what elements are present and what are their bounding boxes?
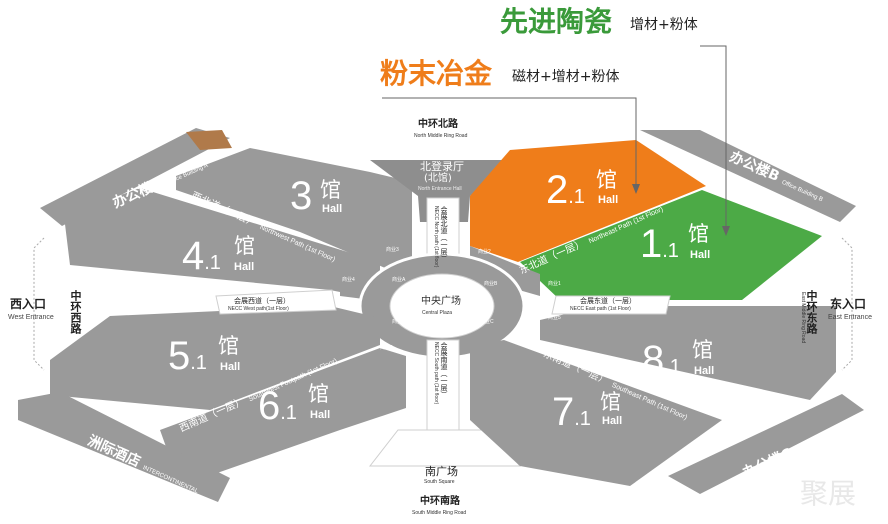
north-road-label: 中环北路 [418,119,458,130]
central-plaza-en: Central Plaza [422,310,453,316]
hall-3-block[interactable] [176,148,412,270]
ramp-2: 商业2 [478,249,491,255]
ramp-6: 商业6 [380,345,393,351]
north-path-label: 会展北道（一层） [440,206,448,262]
ramp-b: 商业B [484,281,498,287]
office-c-block[interactable] [668,394,864,494]
central-plaza-label: 中央广场 [421,296,461,307]
east-road-en: East Middle Ring Road [800,292,806,344]
west-road-label: 中环西路 [69,290,82,334]
east-path-strip [551,295,671,315]
north-lobby-block[interactable] [370,160,516,222]
hall-6-en: Hall [310,409,331,421]
hall-3-number: 3 [290,174,313,218]
east-entrance-en: East Entrance [828,314,872,321]
hall-6-cn: 馆 [308,382,329,406]
hall-2-cn: 馆 [596,168,617,192]
ramp-5: 商业5 [548,315,561,321]
hall-7-number: 7.1 [552,390,591,434]
north-lobby-sub: (北馆) [424,173,452,184]
north-path-en: NECC North path (1st floor) [433,206,439,268]
ceramics-arrowhead [722,226,730,236]
legend-ceramics-title: 先进陶瓷 [500,5,613,38]
hall-8-number: 8.1 [642,338,681,382]
ramp-4: 商业4 [342,277,355,283]
east-road-label: 中环东路 [805,290,818,334]
legend-ceramics-subtitle: 增材+粉体 [630,17,698,33]
south-road-en: South Middle Ring Road [412,510,467,516]
hall-5-block[interactable] [50,306,380,410]
west-entrance-en: West Entrance [8,314,54,321]
hall-5-en: Hall [220,361,241,373]
legend-metallurgy-subtitle: 磁材+增材+粉体 [512,69,620,85]
hall-7-block[interactable] [470,340,722,486]
central-plaza-inner [389,273,495,339]
hall-4-cn: 馆 [234,234,255,258]
south-road-label: 中环南路 [420,496,460,507]
hall-4-number: 4.1 [182,234,221,278]
south-square-label: 南广场 [425,465,458,478]
metallurgy-arrowhead [632,184,640,194]
west-entrance-label[interactable]: 西入口 [10,297,47,311]
north-lobby-en: North Entrance Hall [418,186,462,192]
ramp-3: 商业3 [386,247,399,253]
east-path-en: NECC East path (1st Floor) [570,306,631,312]
hall-6-number: 6.1 [258,384,297,428]
hall-5-number: 5.1 [168,334,207,378]
hall-8-cn: 馆 [692,338,713,362]
ramp-d: 商业D [392,319,406,325]
hall-1-number: 1.1 [640,222,679,266]
hall-3-en: Hall [322,203,343,215]
west-path-strip [215,289,337,315]
west-bracket [33,237,45,371]
west-path-label: 会展西道（一层） [234,297,290,305]
hall-1-en: Hall [690,249,711,261]
hall-7-cn: 馆 [600,390,621,414]
hall-8-block[interactable] [540,306,836,400]
hotel-block[interactable] [18,392,230,502]
hall-2-number: 2.1 [546,168,585,212]
east-entrance-label[interactable]: 东入口 [830,297,867,311]
metallurgy-arrow [382,97,637,186]
hall-5-cn: 馆 [218,334,239,358]
north-lobby-label: 北登录厅 [420,160,464,173]
hall-3-cn: 馆 [320,178,341,202]
hall-1-block[interactable] [520,190,822,300]
north-road-en: North Middle Ring Road [414,133,468,139]
east-bracket [841,237,853,371]
ramp-1: 商业1 [548,281,561,287]
hall-4-block[interactable] [64,188,380,300]
hall-2-en: Hall [598,194,619,206]
office-b-block[interactable] [640,130,856,222]
hall-2-block[interactable] [470,140,706,262]
office-a-block[interactable] [40,128,230,226]
legend-metallurgy-title: 粉末冶金 [380,57,493,90]
watermark: 聚展 [800,477,857,510]
hall-6-block[interactable] [160,348,406,486]
ramp-a: 商业A [392,277,406,283]
hall-1-cn: 馆 [688,222,709,246]
east-path-label: 会展东道（一层） [580,297,636,305]
hall-4-en: Hall [234,261,255,273]
office-a-accent [186,130,232,150]
hall-8-en: Hall [694,365,715,377]
hall-7-en: Hall [602,415,623,427]
south-path-label: 会展南道（一层） [440,342,448,398]
west-path-en: NECC West path(1st Floor) [228,306,289,312]
ramp-c: 商业C [480,319,494,325]
ceramics-arrow [700,45,727,228]
south-square-en: South Square [424,479,455,485]
south-path-en: NECC South path (1st floor) [433,342,439,405]
